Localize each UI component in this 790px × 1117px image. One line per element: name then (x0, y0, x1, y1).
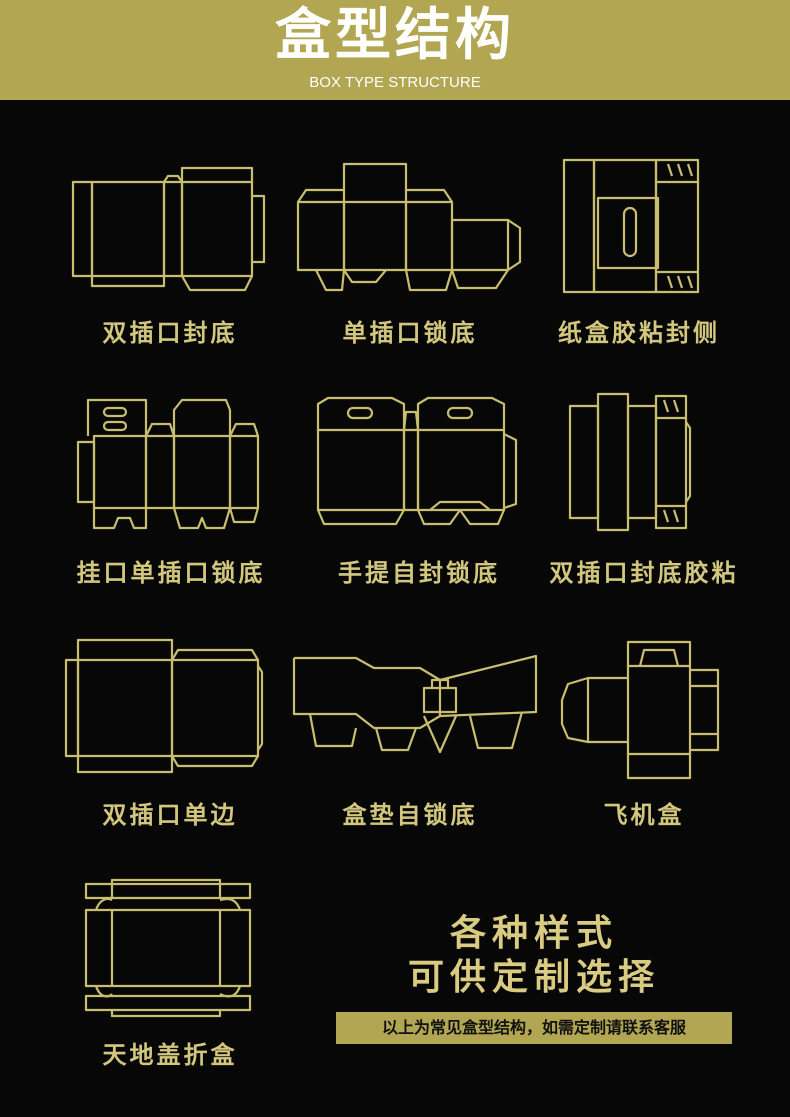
caption-double-tuck-sealed-bottom: 双插口封底 (102, 319, 238, 347)
caption-handle-self-lock-bottom: 手提自封锁底 (338, 559, 500, 587)
box-diagram-single-tuck-lock-bottom (296, 162, 526, 298)
caption-double-tuck-single-side: 双插口单边 (102, 801, 238, 829)
page-title: 盒型结构 (275, 3, 515, 68)
caption-tray-self-lock-bottom: 盒垫自锁底 (342, 801, 478, 829)
box-diagram-double-tuck-single-side (62, 636, 266, 776)
caption-glued-side-seal: 纸盒胶粘封侧 (558, 319, 720, 347)
box-diagram-glued-side-seal (558, 158, 706, 296)
box-diagram-lid-base-fold-box (82, 876, 254, 1018)
caption-lid-base-fold-box: 天地盖折盒 (102, 1041, 238, 1069)
contact-note-banner: 以上为常见盒型结构，如需定制请联系客服 (336, 1012, 732, 1044)
page-subtitle: BOX TYPE STRUCTURE (309, 74, 481, 91)
promo-line-1: 各种样式 (449, 913, 618, 954)
box-diagram-double-tuck-sealed-bottom (70, 162, 270, 296)
header-banner: 盒型结构 BOX TYPE STRUCTURE (0, 0, 790, 100)
box-diagram-hang-tab-lock-bottom (74, 396, 270, 532)
box-diagram-double-tuck-glued (566, 392, 694, 532)
box-diagram-tray-self-lock-bottom (290, 654, 542, 758)
caption-single-tuck-lock-bottom: 单插口锁底 (342, 319, 478, 347)
promo-line-2: 可供定制选择 (407, 957, 660, 998)
box-diagram-handle-self-lock-bottom (310, 394, 524, 532)
caption-hang-tab-lock-bottom: 挂口单插口锁底 (76, 559, 266, 587)
caption-mailer-box: 飞机盒 (603, 801, 685, 829)
box-diagram-mailer-box (558, 640, 724, 780)
caption-double-tuck-glued: 双插口封底胶粘 (549, 559, 739, 587)
